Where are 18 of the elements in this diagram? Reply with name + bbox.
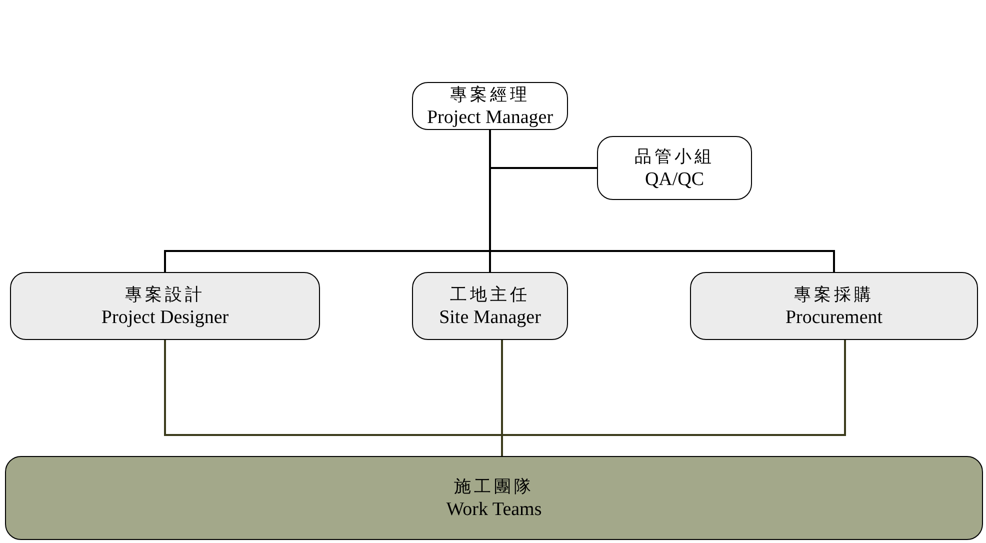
role-box [690, 272, 978, 340]
role-box [597, 136, 752, 200]
role-title: 專案設計 [125, 284, 205, 305]
role-box [10, 272, 320, 340]
role-subtitle: Site Manager [439, 307, 541, 328]
role-subtitle: QA/QC [644, 169, 704, 190]
role-title: 品管小組 [634, 146, 714, 167]
role-subtitle: Project Designer [101, 307, 229, 328]
role-title: 專案採購 [794, 284, 874, 305]
role-title: 工地主任 [450, 284, 530, 305]
role-subtitle: Work Teams [446, 499, 542, 520]
role-subtitle: Procurement [785, 307, 883, 328]
role-subtitle: Project Manager [426, 107, 554, 128]
role-box [412, 272, 568, 340]
team-box [5, 456, 983, 540]
role-title: 施工團隊 [454, 476, 534, 497]
role-box [412, 82, 568, 130]
role-title: 專案經理 [450, 84, 530, 105]
